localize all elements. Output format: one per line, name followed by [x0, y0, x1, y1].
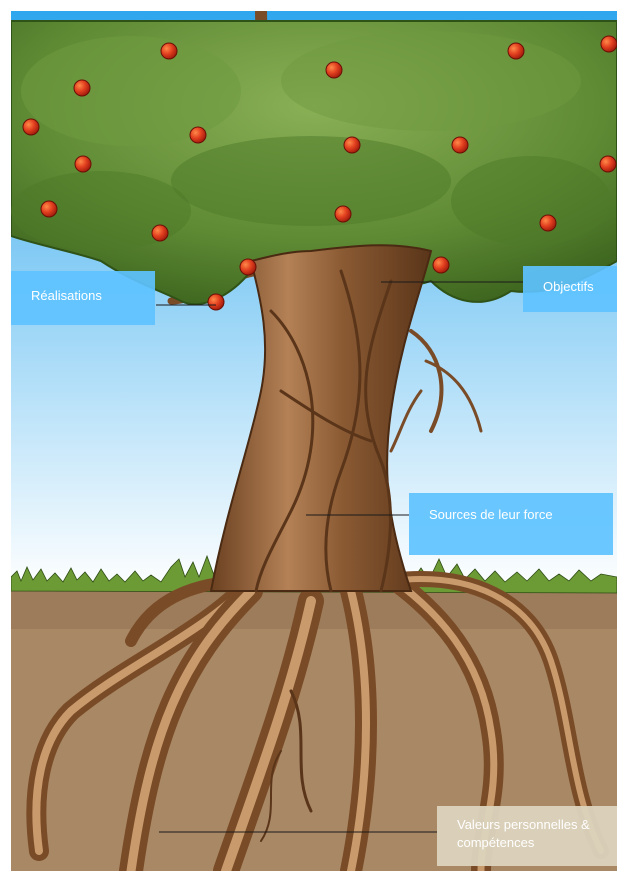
label-objectives: Objectifs [523, 266, 617, 312]
label-values: Valeurs personnelles & compétences [437, 806, 617, 866]
tree-illustration [11, 11, 617, 871]
label-strengths: Sources de leur force [409, 493, 613, 555]
label-achievements: Réalisations [11, 271, 155, 325]
